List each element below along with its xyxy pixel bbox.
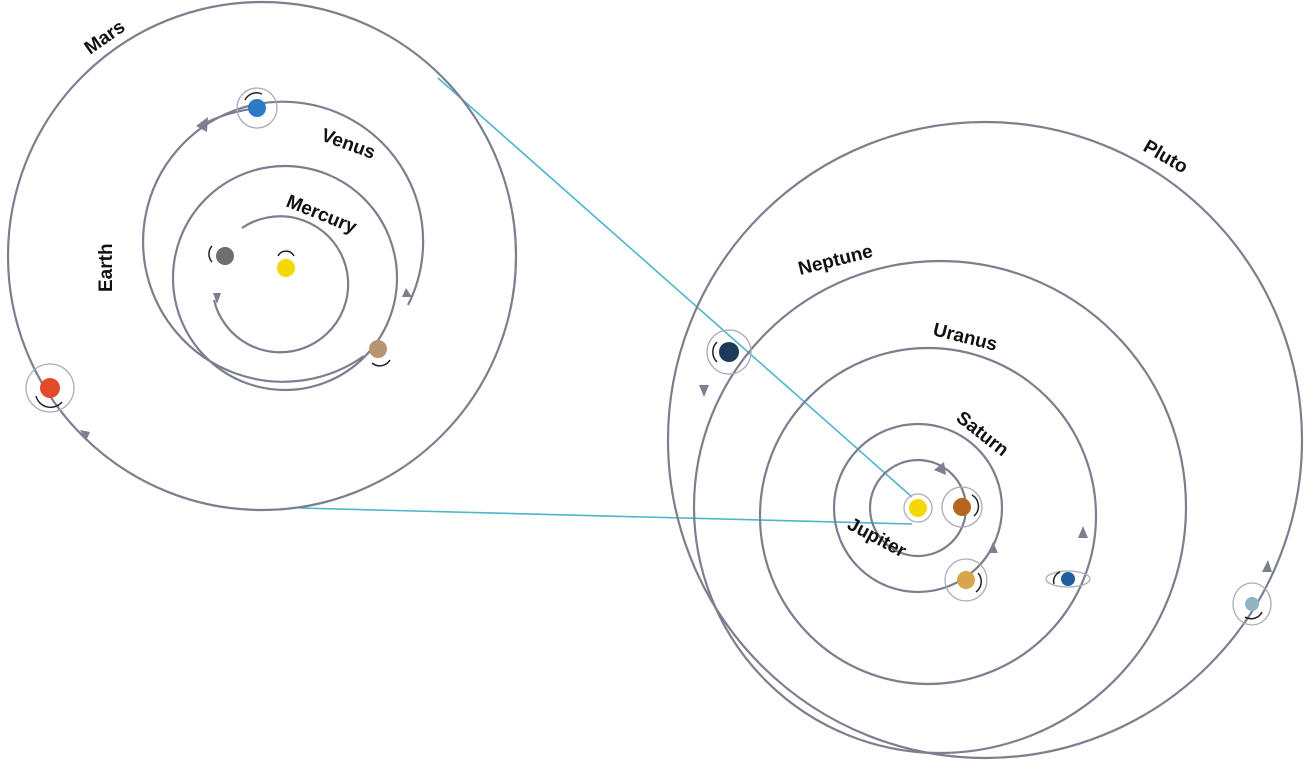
outer-solar-system: Pluto Neptune Uranus Saturn Jupiter (666, 120, 1304, 760)
neptune-spin-icon (712, 341, 718, 363)
zoom-connector-bottom (299, 507, 913, 525)
label-mars: Mars (81, 16, 129, 59)
inner-solar-system: Mars Venus Mercury Earth (6, 0, 518, 512)
neptune-orbit (692, 259, 1188, 755)
saturn-spin-icon (971, 494, 980, 517)
earth-orbit (142, 100, 425, 383)
zoom-connector-top (437, 77, 913, 498)
pluto-orbit (666, 120, 1304, 760)
pluto-orbit-arrow (1262, 560, 1272, 572)
uranus-spin-icon (1052, 571, 1061, 585)
uranus-orbit (758, 346, 1098, 686)
mercury-orbit-arrow (213, 293, 221, 304)
mars-orbit-arrow (80, 430, 90, 441)
mercury-planet (216, 247, 234, 265)
mercury-orbit (212, 215, 350, 354)
sun-icon (277, 259, 295, 277)
earth-moon-ring (236, 87, 278, 129)
pluto-planet (1245, 597, 1259, 611)
pluto-ring (1232, 582, 1272, 626)
saturn-orbit (832, 422, 1004, 594)
neptune-orbit-arrow (699, 385, 709, 397)
uranus-ring (1045, 570, 1091, 588)
venus-orbit (171, 164, 399, 392)
uranus-planet (1061, 572, 1075, 586)
jupiter-orbit-arrow (988, 542, 998, 553)
sun-icon-outer (909, 499, 927, 517)
mercury-spin-icon (208, 245, 213, 263)
label-pluto: Pluto (1140, 136, 1192, 178)
mars-planet (40, 378, 60, 398)
earth-planet (248, 99, 266, 117)
neptune-planet (719, 342, 739, 362)
pluto-spin-icon (1244, 611, 1263, 620)
mars-moon-ring (25, 363, 75, 413)
saturn-planet (953, 498, 971, 516)
venus-planet (369, 340, 387, 358)
label-uranus: Uranus (931, 319, 1000, 355)
sun-ring (903, 493, 933, 523)
mars-orbit (6, 0, 518, 512)
label-earth: Earth (96, 243, 117, 292)
uranus-orbit-arrow (1078, 526, 1088, 538)
saturn-ring (941, 486, 983, 528)
saturn-orbit-arrow (934, 462, 946, 475)
earth-spin-icon (244, 92, 263, 101)
venus-spin-icon (371, 359, 391, 367)
jupiter-ring (944, 558, 988, 602)
mars-spin-icon (35, 395, 63, 409)
sun-spin-icon (277, 250, 295, 257)
label-jupiter: Jupiter (844, 514, 910, 563)
venus-orbit-arrow (402, 288, 412, 297)
jupiter-planet (957, 571, 975, 589)
earth-orbit-arrow (196, 117, 208, 132)
neptune-ring (706, 329, 752, 375)
jupiter-spin-icon (975, 572, 982, 593)
